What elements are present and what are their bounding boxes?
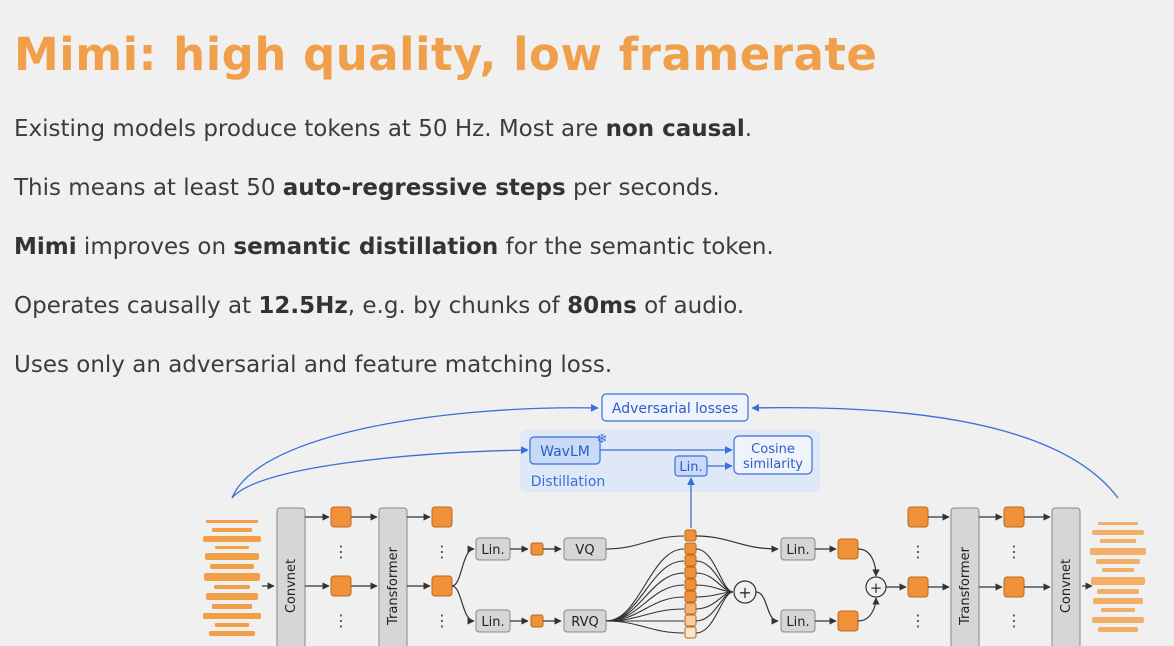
decoder-lin-top-label: Lin. [786,543,809,558]
cosine-similarity-box [733,435,813,475]
cosine-label-line1: Cosine [751,442,795,457]
bullet-3: Mimi improves on semantic distillation f… [14,234,774,260]
decoder-lin-bottom-label: Lin. [786,615,809,630]
vq-label: VQ [575,543,594,558]
encoder-latents [305,506,453,597]
decoder-latent-square [837,538,859,560]
latent-square [1003,576,1025,598]
ellipsis: ⋮ [333,611,349,630]
quantizer-curves [605,535,685,634]
rvq-label: RVQ [571,615,598,630]
adversarial-arc-right [751,403,1119,499]
adversarial-losses-label: Adversarial losses [612,401,738,417]
encoder-convnet-block [276,507,306,646]
latent-square [907,576,929,598]
vq-latent-square [530,542,544,556]
decoder-transformer-block [950,507,980,646]
snowflake-icon: ❄ [597,432,608,447]
ellipsis: ⋮ [1006,542,1022,561]
encoder-transformer-block [378,507,408,646]
split-to-vq [451,545,475,587]
sum-plus-icon: + [738,583,751,602]
rvq-latent-square [530,614,544,628]
token-stack [684,529,697,639]
latent-square [431,506,453,528]
decoder-convnet-label: Convnet [1059,559,1074,613]
rvq-lin-label: Lin. [481,615,504,630]
latent-square [330,575,352,597]
bullet-2: This means at least 50 auto-regressive s… [14,175,720,201]
latent-square [330,506,352,528]
input-waveform-icon [203,520,261,636]
mimi-architecture-diagram: Adversarial losses WavLM ❄ Distillation … [203,393,1146,646]
decoder-latent-square [837,610,859,632]
wavlm-label: WavLM [540,444,590,460]
ellipsis: ⋮ [434,542,450,561]
decoder-latents [907,506,1051,598]
ellipsis: ⋮ [910,542,926,561]
ellipsis: ⋮ [434,611,450,630]
bullet-1: Existing models produce tokens at 50 Hz.… [14,116,753,142]
adversarial-losses-box [601,393,749,422]
bullet-4: Operates causally at 12.5Hz, e.g. by chu… [14,293,745,319]
distillation-label: Distillation [531,474,606,490]
decoder-convnet-block [1051,507,1081,646]
split-to-rvq [451,585,475,625]
latent-square [907,506,929,528]
slide-title: Mimi: high quality, low framerate [14,28,878,81]
merge-plus-icon: + [870,579,883,597]
ellipsis: ⋮ [1006,611,1022,630]
ellipsis: ⋮ [910,611,926,630]
semantic-to-lin [695,535,779,553]
encoder-transformer-label: Transformer [386,546,401,626]
vq-lin-label: Lin. [481,543,504,558]
latent-square [431,575,453,597]
acoustic-sum-curves [695,548,734,634]
latent-square [1003,506,1025,528]
decoder-transformer-label: Transformer [958,546,973,626]
encoder-convnet-label: Convnet [284,559,299,613]
adversarial-arc-left [231,403,599,499]
distillation-arc [231,446,529,499]
distill-lin-label: Lin. [679,460,702,475]
output-waveform-icon [1090,522,1146,632]
sum-to-lin [755,591,779,625]
bullet-5: Uses only an adversarial and feature mat… [14,352,613,378]
cosine-label-line2: similarity [743,457,803,472]
ellipsis: ⋮ [333,542,349,561]
